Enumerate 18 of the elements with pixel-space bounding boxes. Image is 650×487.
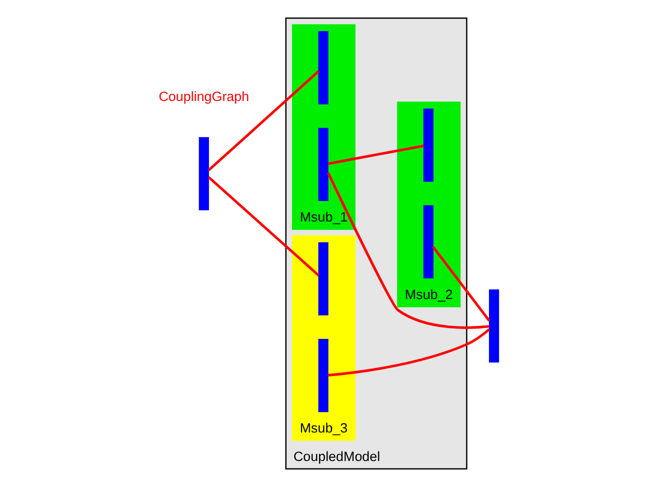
node-bar [423,205,434,278]
node-bar [318,242,328,316]
node-bar [318,128,328,202]
cluster: Msub_2 [397,102,461,308]
node-bar [318,31,328,104]
cluster: Msub_1 [292,24,356,230]
connector [208,70,320,172]
connector [328,328,490,376]
node-bar [198,137,209,210]
cluster: Msub_3 [292,235,356,441]
node-bar [488,289,500,362]
label: CouplingGraph [158,89,250,104]
connector [208,176,320,276]
connector [328,144,424,165]
node-bar [423,108,434,182]
node-bar [318,338,328,412]
connector [432,246,490,322]
connector [327,172,490,329]
